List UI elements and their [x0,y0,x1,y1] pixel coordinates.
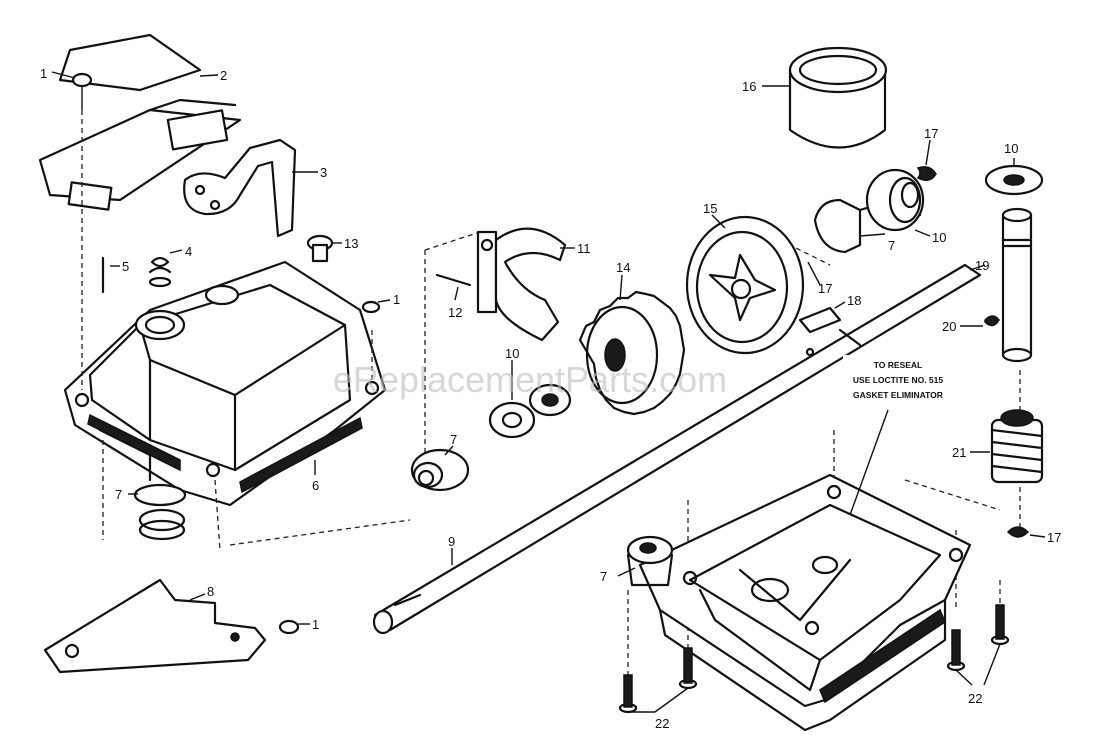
part-13-plug [306,234,334,263]
callout-20: 20 [942,319,956,334]
note-line-1: TO RESEAL [874,360,923,370]
callout-9: 9 [448,534,455,549]
part-11-fork [476,227,567,342]
callout-11: 11 [577,241,591,256]
part-7-collar [410,448,470,492]
part-12-pin [435,273,472,287]
callout-1-bottom: 1 [312,617,319,632]
part-4-spring [148,256,172,288]
callouts: 1 2 3 4 5 13 1 6 7 8 1 7 9 10 11 12 14 1… [40,66,1061,731]
part-22-bolts [618,604,1010,714]
callout-16: 16 [742,79,756,94]
callout-1-mid: 1 [393,292,400,307]
part-10-washers [488,383,572,439]
part-1-screw-mid [361,300,381,314]
part-17-clip-top [916,166,937,181]
part-17-clip-bottom [1006,526,1030,538]
callout-7-left: 7 [115,487,122,502]
callout-7-lower: 7 [600,569,607,584]
callout-4: 4 [185,244,192,259]
callout-13: 13 [344,236,358,251]
part-15-pulley [685,215,805,355]
callout-12: 12 [448,305,462,320]
callout-5: 5 [122,259,129,274]
reseal-note: TO RESEAL USE LOCTITE NO. 515 GASKET ELI… [843,355,953,516]
callout-17-bottom: 17 [1047,530,1061,545]
callout-2: 2 [220,68,227,83]
callout-7-right: 7 [888,238,895,253]
part-20-clip [984,315,1000,327]
callout-17-top: 17 [924,126,938,141]
callout-10-washers: 10 [505,346,519,361]
upper-gear-case [63,260,387,507]
part-1-screw-top [71,72,93,110]
part-19-shaft [1001,207,1033,363]
callout-10-right-washer: 10 [1004,141,1018,156]
callout-18: 18 [847,293,861,308]
callout-1-top: 1 [40,66,47,81]
callout-21: 21 [952,445,966,460]
callout-8: 8 [207,584,214,599]
part-14-gear [578,290,686,416]
part-1-screw-bottom [278,619,300,635]
part-16-cap [788,46,888,149]
callout-3: 3 [320,165,327,180]
part-8-plate [43,578,267,674]
callout-17-mid: 17 [818,281,832,296]
callout-19: 19 [975,258,989,273]
callout-10-right-hub: 10 [932,230,946,245]
note-line-3: GASKET ELIMINATOR [853,390,943,400]
part-10-washer-right [984,164,1044,196]
note-line-2: USE LOCTITE NO. 515 [853,375,943,385]
watermark: eReplacementParts.com [333,359,727,400]
part-18-key [798,306,842,334]
part-3-lever [183,138,297,238]
part-9-axle [372,263,982,635]
callout-14: 14 [616,260,630,275]
callout-15: 15 [703,201,717,216]
callout-7-collar: 7 [450,432,457,447]
part-2-bracket [38,33,242,211]
lower-gear-case [638,473,972,732]
leader-lines [51,71,1046,713]
part-7-bushing-left [133,483,187,541]
part-21-worm-gear [990,409,1044,484]
part-10-hub-right [865,168,925,232]
callout-22-left: 22 [655,716,669,731]
callout-6: 6 [312,478,319,493]
callout-22-right: 22 [968,691,982,706]
